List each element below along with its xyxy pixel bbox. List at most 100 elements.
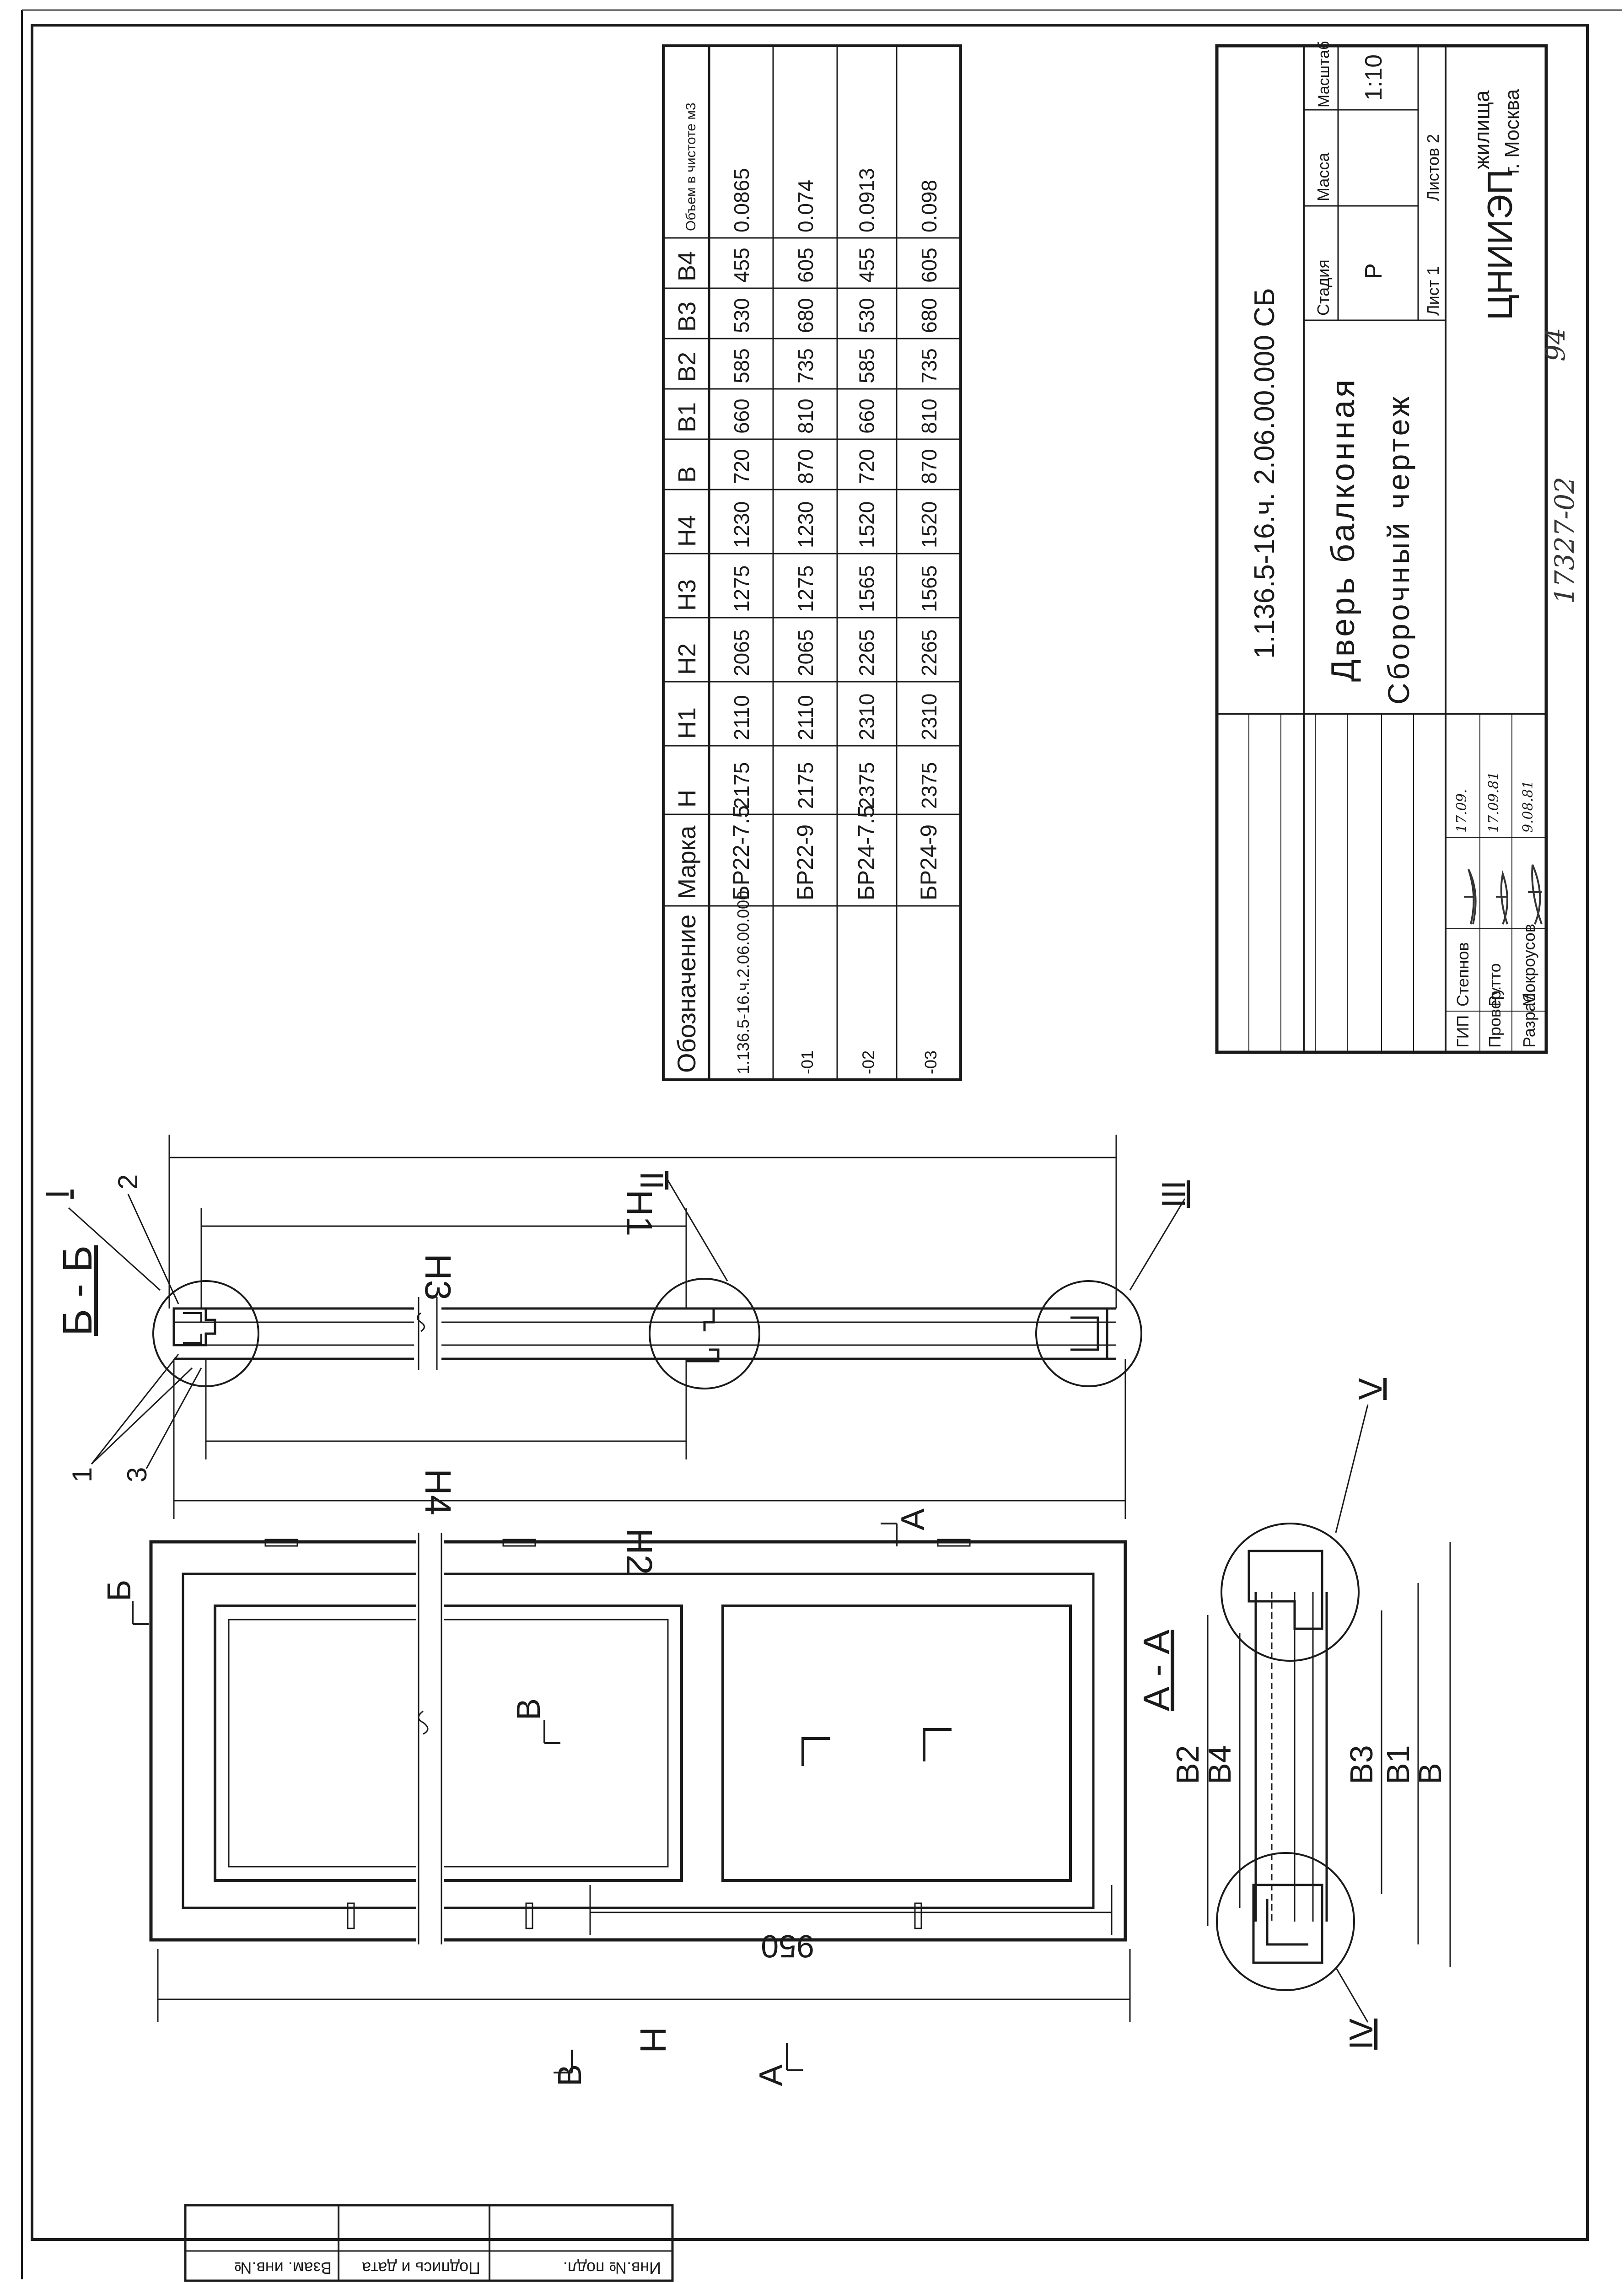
dim-B2: B2 <box>1170 1745 1205 1784</box>
section-bb <box>152 1278 1142 1389</box>
profile-IV <box>1252 1884 1323 1964</box>
node-V-circle <box>1221 1523 1360 1662</box>
mass-label: Масса <box>1314 152 1333 201</box>
spec-cell: 455 <box>855 248 879 283</box>
spec-cell: 1520 <box>855 501 879 548</box>
spec-cell: 720 <box>730 449 753 484</box>
spec-cell: 660 <box>855 398 879 434</box>
door-inner-frame <box>182 1572 1095 1909</box>
signature-2 <box>1496 870 1508 925</box>
frame <box>31 24 1589 2241</box>
date-3: 9.08.81 <box>1520 780 1536 833</box>
role-prover: Провер. <box>1485 986 1504 1048</box>
dim-B3: B3 <box>1344 1745 1379 1784</box>
spec-cell: 1565 <box>855 565 879 612</box>
spec-cell: 2265 <box>855 630 879 676</box>
spec-cell: 1520 <box>917 501 941 548</box>
section-aa-dims <box>1207 1542 1451 1967</box>
scale-label: Масштаб <box>1315 41 1333 108</box>
spec-cell: 870 <box>794 449 817 484</box>
cut-markers <box>132 1523 898 2073</box>
leaders <box>68 1180 1186 1469</box>
spec-cell: 530 <box>730 298 753 333</box>
section-aa-texts: А - А B2 B4 B3 B1 B V IV <box>1136 1378 1448 2050</box>
section-aa-leaders <box>1335 1404 1369 2023</box>
spec-cell: 680 <box>794 298 817 333</box>
dim-B4: B4 <box>1202 1745 1237 1784</box>
profile-I <box>172 1307 216 1346</box>
dim-H3: H3 <box>418 1254 458 1300</box>
node-III-label: III <box>1156 1180 1192 1208</box>
lower-panel <box>721 1605 1072 1882</box>
pos-2: 2 <box>113 1174 143 1190</box>
date-2: 17.09.81 <box>1486 771 1502 833</box>
spec-cell: 1230 <box>794 501 817 548</box>
name-stepnov: Степнов <box>1453 942 1472 1007</box>
upper-glazing-outer <box>214 1605 683 1882</box>
spec-cell: -03 <box>921 1050 940 1074</box>
spec-cell: БР24-7.5 <box>854 805 879 900</box>
scale-value: 1:10 <box>1361 54 1387 101</box>
front-view-dims <box>157 1885 1131 2022</box>
page-number: 94 <box>1540 328 1571 361</box>
spec-header: B3 <box>673 302 701 332</box>
spec-header: B <box>673 466 701 483</box>
spec-cell: БР22-9 <box>792 824 818 900</box>
dim-950: 950 <box>761 1928 814 1964</box>
spec-cell: 0.0865 <box>730 168 753 232</box>
stage-label: Стадия <box>1314 259 1333 316</box>
spec-cell: 735 <box>917 348 941 383</box>
spec-cell: 1565 <box>917 565 941 612</box>
spec-cell: 2175 <box>794 762 817 809</box>
spec-header: B2 <box>673 352 701 382</box>
spec-cell: 605 <box>794 248 817 283</box>
node-V-label: V <box>1352 1378 1389 1400</box>
title-block: 1.136.5-16.ч. 2.06.00.000 СБ Дверь балко… <box>1215 41 1548 1054</box>
spec-cell: 0.074 <box>794 180 817 232</box>
node-II-circle <box>649 1278 760 1389</box>
org-line1: жилища <box>1470 90 1494 169</box>
node-IV-label: IV <box>1343 2019 1380 2050</box>
pos-1: 1 <box>67 1467 97 1482</box>
spec-cell: 1.136.5-16.ч.2.06.00.000 <box>734 891 753 1074</box>
org-logo: ЦНИИЭП <box>1481 169 1520 320</box>
spec-header: Объем в чистоте м3 <box>683 102 699 231</box>
org-line2: г. Москва <box>1501 89 1523 174</box>
spec-cell: БР24-9 <box>916 824 941 900</box>
spec-cell: 735 <box>794 348 817 383</box>
strip-podpis: Подпись и дата <box>361 2259 480 2278</box>
dim-H4: H4 <box>418 1469 458 1515</box>
spec-cell: 1230 <box>730 501 753 548</box>
cut-A-bottom: А <box>753 2064 790 2086</box>
archive-number: 17327-02 <box>1549 477 1580 604</box>
spec-header: B4 <box>673 251 701 281</box>
section-bb-title: Б - Б <box>55 1245 101 1336</box>
spec-table: ОбозначениеМаркаHH1H2H3H4BB1B2B3B4Объем … <box>662 44 962 1081</box>
spec-cell: 2375 <box>917 762 941 809</box>
cut-V-top: В <box>511 1698 547 1720</box>
section-aa <box>1216 1523 1360 1991</box>
spec-cell: 605 <box>917 248 941 283</box>
spec-header: H4 <box>673 515 701 547</box>
spec-cell: 2375 <box>855 762 879 809</box>
spec-cell: 2265 <box>917 630 941 676</box>
dim-H: H <box>633 2027 673 2053</box>
spec-cell: 660 <box>730 398 753 434</box>
upper-glazing-inner <box>228 1619 669 1868</box>
spec-header: H2 <box>673 643 701 675</box>
spec-cell: 0.098 <box>917 180 941 232</box>
signature-1 <box>1464 869 1477 925</box>
spec-cell: 585 <box>855 348 879 383</box>
spec-cell: 810 <box>794 398 817 434</box>
spec-cell: 2065 <box>730 630 753 676</box>
section-aa-title: А - А <box>1136 1630 1177 1711</box>
spec-cell: 810 <box>917 398 941 434</box>
date-1: 17.09. <box>1454 789 1470 833</box>
cut-A-top: А <box>895 1508 931 1530</box>
signature-3 <box>1528 864 1543 925</box>
section-bb-texts: Б - Б H1 H3 H4 H2 I II III 2 1 3 <box>39 1171 1192 1575</box>
sheet-label: Лист 1 <box>1424 266 1442 316</box>
role-razrab: Разраб. <box>1520 988 1538 1048</box>
spec-cell: 530 <box>855 298 879 333</box>
